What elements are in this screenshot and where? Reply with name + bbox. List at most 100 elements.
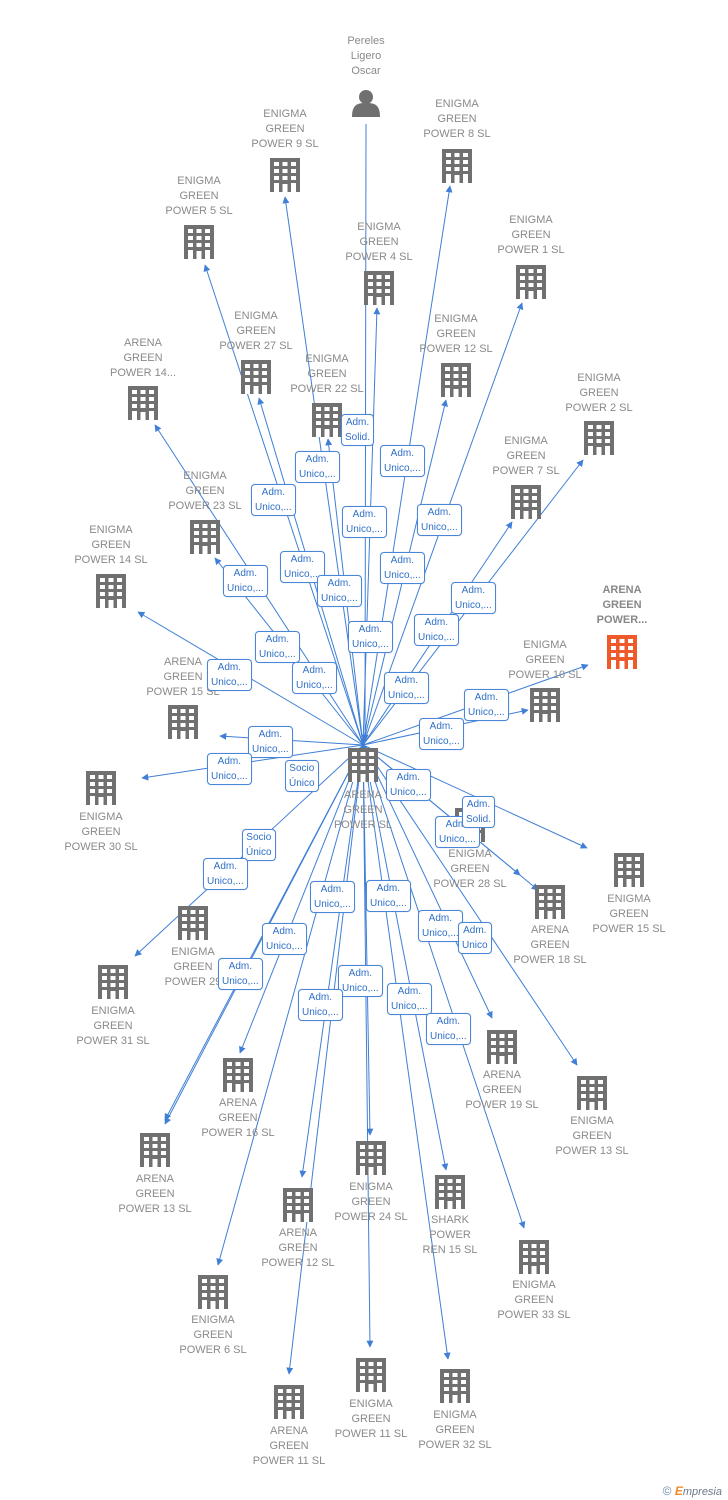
company-label[interactable]: ENIGMA GREEN POWER 22 SL — [290, 353, 364, 395]
edge-role-label: Adm. Unico,... — [386, 769, 431, 801]
building-icon[interactable] — [241, 360, 271, 394]
copyright-footer[interactable]: © Empresia — [663, 1484, 722, 1498]
building-icon[interactable] — [441, 363, 471, 397]
building-icon[interactable] — [487, 1030, 517, 1064]
edge-role-label: Adm. Unico,... — [342, 506, 387, 538]
edge-role-label: Adm. Unico,... — [298, 989, 343, 1021]
building-icon[interactable] — [96, 574, 126, 608]
edge-role-label: Adm. Unico,... — [317, 575, 362, 607]
company-label[interactable]: ARENA GREEN POWER 15 SL — [146, 656, 220, 698]
edge-line — [362, 744, 449, 1171]
edge-line — [362, 744, 374, 1348]
center-company-label[interactable]: ARENA GREEN POWER SL — [333, 789, 393, 831]
company-label[interactable]: ARENA GREEN POWER 12 SL — [261, 1227, 335, 1269]
person-label[interactable]: Pereles Ligero Oscar — [347, 35, 385, 77]
edge-role-label: Adm. Unico,... — [203, 858, 248, 890]
company-label[interactable]: ENIGMA GREEN POWER 6 SL — [179, 1314, 247, 1356]
building-icon[interactable] — [128, 386, 158, 420]
building-icon[interactable] — [516, 265, 546, 299]
building-icon[interactable] — [184, 225, 214, 259]
company-label[interactable]: ENIGMA GREEN POWER 1 SL — [497, 214, 565, 256]
building-icon[interactable] — [223, 1058, 253, 1092]
building-icon[interactable] — [356, 1358, 386, 1392]
edge-role-label: Adm. Unico,... — [380, 552, 425, 584]
edge-role-label: Adm. Unico,... — [380, 445, 425, 477]
company-label[interactable]: SHARK POWER REN 15 SL — [422, 1214, 478, 1256]
company-label[interactable]: ENIGMA GREEN POWER 27 SL — [219, 310, 293, 352]
company-label[interactable]: ARENA GREEN POWER 11 SL — [252, 1425, 326, 1467]
company-label[interactable]: ENIGMA GREEN POWER 11 SL — [334, 1398, 408, 1440]
building-icon[interactable] — [435, 1175, 465, 1209]
edge-role-label: Adm. Unico,... — [338, 965, 383, 997]
building-icon[interactable] — [312, 403, 342, 437]
company-label[interactable]: ENIGMA GREEN POWER 23 SL — [168, 470, 242, 512]
company-label[interactable]: ARENA GREEN POWER 19 SL — [465, 1069, 539, 1111]
building-icon[interactable] — [178, 906, 208, 940]
company-label[interactable]: ENIGMA GREEN POWER 28 SL — [433, 848, 507, 890]
company-label[interactable]: ENIGMA GREEN POWER 5 SL — [165, 175, 233, 217]
edge-role-label: Adm. Unico,... — [464, 689, 509, 721]
company-label[interactable]: ARENA GREEN POWER 14... — [109, 337, 177, 379]
company-label[interactable]: ARENA GREEN POWER... — [596, 584, 648, 626]
building-icon[interactable] — [530, 688, 560, 722]
building-icon[interactable] — [364, 271, 394, 305]
company-label[interactable]: ENIGMA GREEN POWER 15 SL — [592, 893, 666, 935]
building-icon[interactable] — [577, 1076, 607, 1110]
building-icon[interactable] — [283, 1188, 313, 1222]
building-icon[interactable] — [614, 853, 644, 887]
building-icon[interactable] — [140, 1133, 170, 1167]
company-label[interactable]: ENIGMA GREEN POWER 31 SL — [76, 1005, 150, 1047]
company-label[interactable]: ENIGMA GREEN POWER 12 SL — [419, 313, 493, 355]
company-label[interactable]: ENIGMA GREEN POWER 30 SL — [64, 811, 138, 853]
company-label[interactable]: ARENA GREEN POWER 18 SL — [513, 924, 587, 966]
building-icon[interactable] — [168, 705, 198, 739]
company-label[interactable]: ENIGMA GREEN POWER 33 SL — [497, 1279, 571, 1321]
company-label[interactable]: ENIGMA GREEN POWER 4 SL — [345, 221, 413, 263]
building-icon[interactable] — [356, 1141, 386, 1175]
center-building-icon[interactable] — [348, 748, 378, 782]
company-label[interactable]: ENIGMA GREEN POWER 32 SL — [418, 1409, 492, 1451]
company-label[interactable]: ENIGMA GREEN POWER 7 SL — [492, 435, 560, 477]
building-icon[interactable] — [607, 635, 637, 669]
building-icon[interactable] — [511, 485, 541, 519]
building-icon[interactable] — [86, 771, 116, 805]
edge-role-label: Adm. Unico,... — [292, 662, 337, 694]
edge-role-label: Adm. Unico,... — [419, 718, 464, 750]
edge-line — [362, 744, 451, 1360]
edge-role-label: Adm. Unico,... — [207, 659, 252, 691]
edge-role-label: Adm. Solid. — [462, 796, 496, 828]
building-icon[interactable] — [440, 1369, 470, 1403]
company-label[interactable]: ENIGMA GREEN POWER 9 SL — [251, 108, 319, 150]
company-label[interactable]: ARENA GREEN POWER 13 SL — [118, 1173, 192, 1215]
building-icon[interactable] — [198, 1275, 228, 1309]
edge-role-label: Adm. Unico,... — [255, 631, 300, 663]
company-label[interactable]: ENIGMA GREEN POWER 24 SL — [334, 1181, 408, 1223]
empresia-logo-text: mpresia — [682, 1486, 722, 1498]
building-icon[interactable] — [442, 149, 472, 183]
edge-line — [362, 744, 493, 1019]
building-icon[interactable] — [274, 1385, 304, 1419]
building-icon[interactable] — [535, 885, 565, 919]
edge-role-label: Adm. Unico,... — [262, 923, 307, 955]
edge-line — [216, 744, 364, 1266]
edge-role-label: Adm. Unico,... — [295, 451, 340, 483]
edge-line — [286, 744, 364, 1375]
company-label[interactable]: ENIGMA GREEN POWER 2 SL — [565, 372, 633, 414]
building-icon[interactable] — [98, 965, 128, 999]
edge-line — [362, 744, 526, 1229]
building-icon[interactable] — [584, 421, 614, 455]
company-label[interactable]: ENIGMA GREEN POWER 14 SL — [74, 524, 148, 566]
company-label[interactable]: ENIGMA GREEN POWER 8 SL — [423, 98, 491, 140]
company-label[interactable]: ARENA GREEN POWER 16 SL — [201, 1097, 275, 1139]
company-label[interactable]: ENIGMA GREEN POWER 10 SL — [508, 639, 582, 681]
edge-role-label: Socio Único — [242, 829, 276, 861]
edge-line — [141, 744, 364, 781]
edge-role-label: Adm. Unico,... — [451, 582, 496, 614]
copyright-symbol: © — [662, 1484, 672, 1498]
person-icon[interactable] — [352, 90, 380, 117]
building-icon[interactable] — [519, 1240, 549, 1274]
company-label[interactable]: ENIGMA GREEN POWER 13 SL — [555, 1115, 629, 1157]
building-icon[interactable] — [190, 520, 220, 554]
edge-role-label: Adm. Unico,... — [366, 880, 411, 912]
building-icon[interactable] — [270, 158, 300, 192]
